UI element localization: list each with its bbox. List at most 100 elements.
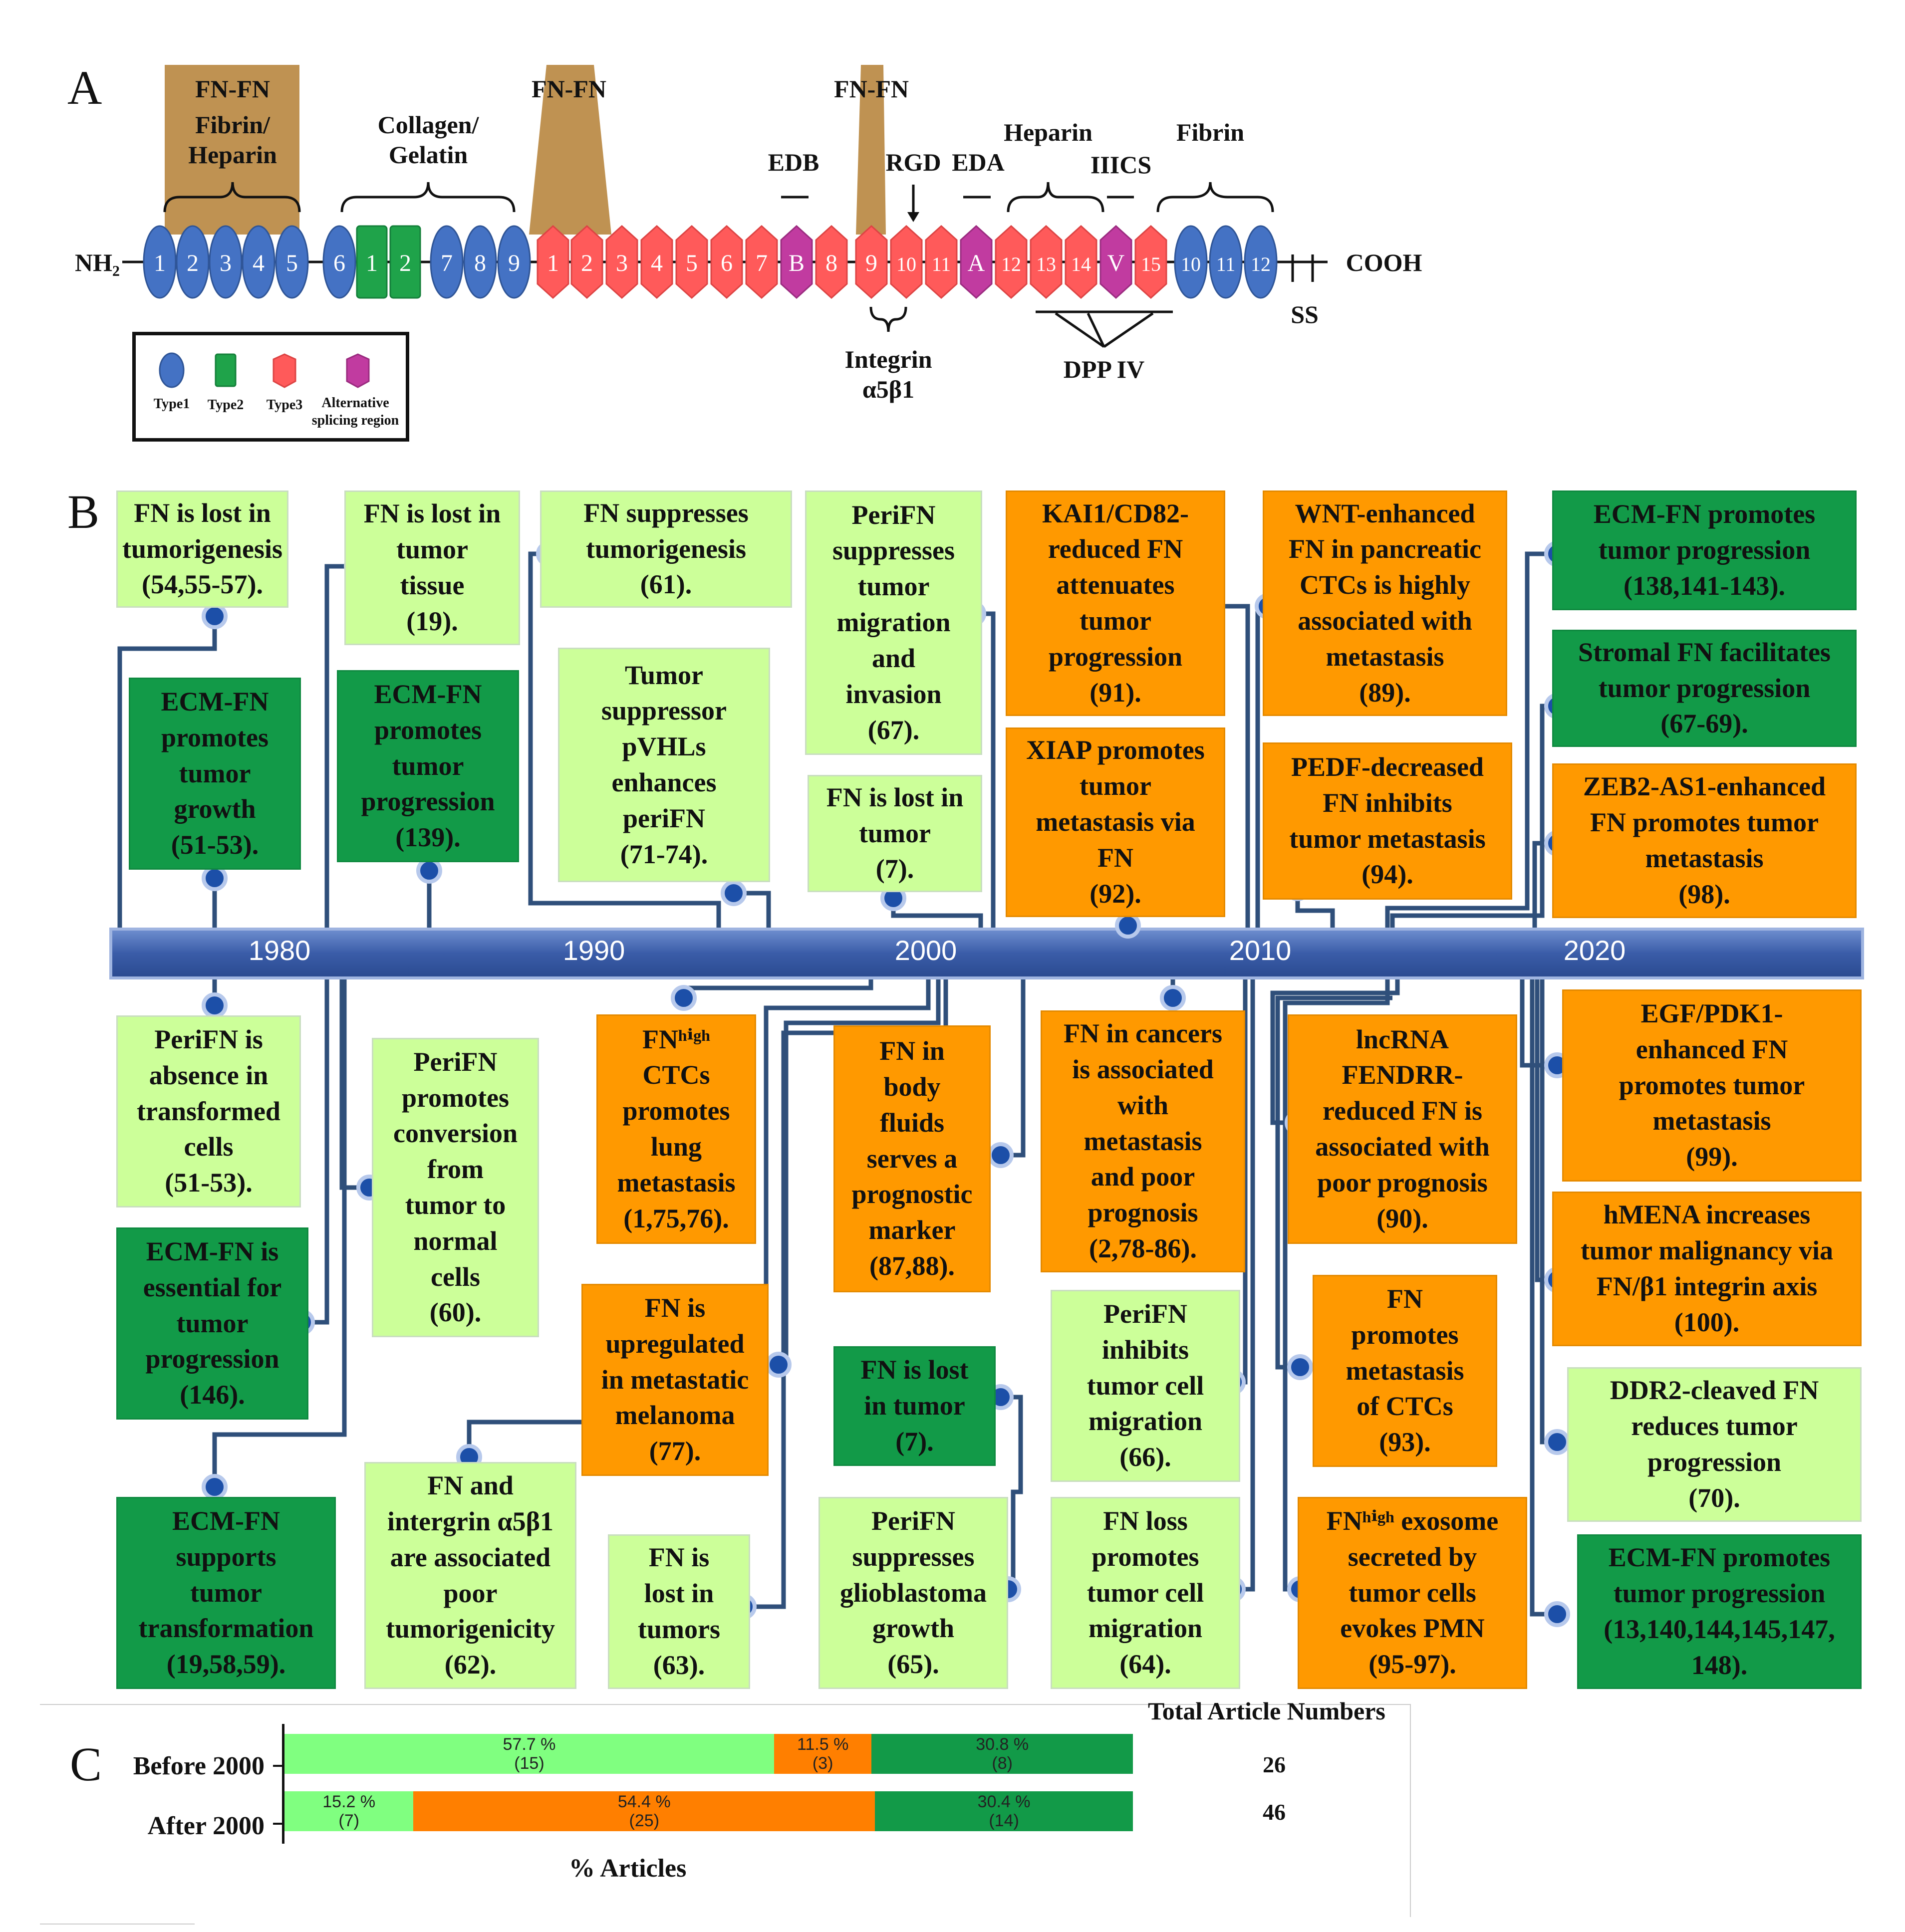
module-type3-9 (855, 225, 888, 299)
label-fnfn-3: FN-FN (834, 75, 909, 103)
cone-fnfn-1 (165, 65, 299, 235)
timeline-node-1 (202, 603, 228, 629)
module-label: 4 (253, 250, 265, 276)
panel-b-letter: B (67, 485, 100, 538)
label-rgd: RGD (885, 148, 941, 176)
module-label: 6 (721, 250, 733, 276)
label-nh2: NH₂ (75, 248, 120, 276)
timeline-node-25 (766, 1352, 792, 1378)
label-fibrin-heparin: Fibrin/ Heparin (188, 111, 277, 169)
row-label-before-2000: Before 2000 (133, 1752, 265, 1780)
module-type2-1 (356, 225, 388, 299)
module-type1-2 (176, 225, 210, 299)
module-label: 7 (756, 250, 768, 276)
bar-segment-after-2000-2: 54.4 % (25) (413, 1791, 875, 1831)
bar-segment-before-2000-1: 57.7 % (15) (284, 1734, 774, 1774)
module-type3-13 (1030, 225, 1063, 299)
x-axis-label: % Articles (569, 1854, 687, 1883)
label-iiics: IIICS (1090, 151, 1152, 179)
module-type3-3 (605, 225, 638, 299)
module-label: 10 (896, 253, 916, 275)
module-label: B (789, 250, 805, 276)
label-ss: SS (1291, 300, 1319, 328)
label-edb: EDB (768, 148, 819, 176)
module-type3-15 (1134, 225, 1167, 299)
label-dpp-iv: DPP IV (1063, 355, 1145, 383)
year-2000: 2000 (894, 935, 957, 966)
module-type1-4 (242, 225, 275, 299)
module-type1-10 (1174, 225, 1208, 299)
cone-fnfn-2 (529, 65, 611, 235)
legend-type1-label: Type1 (154, 396, 190, 412)
module-type1-1 (143, 225, 177, 299)
panel-c-letter: C (70, 1737, 102, 1791)
module-label: V (1107, 250, 1125, 276)
module-label: 6 (333, 250, 345, 276)
module-label: 5 (686, 250, 698, 276)
total-before-2000: 26 (1263, 1752, 1286, 1777)
module-label: 11 (932, 253, 951, 275)
module-type1-5 (275, 225, 309, 299)
module-label: A (968, 250, 985, 276)
timeline-node-28 (1287, 1354, 1313, 1380)
timeline-node-18 (671, 985, 697, 1011)
label-collagen-gelatin: Collagen/ Gelatin (377, 111, 479, 169)
panel-c-frame-bottom (40, 1924, 195, 1925)
legend-alt-label: Alternative splicing region (311, 395, 399, 428)
module-label: 12 (1001, 253, 1021, 275)
timeline-node-9 (416, 858, 442, 884)
module-type3-14 (1065, 225, 1097, 299)
label-eda: EDA (952, 148, 1005, 176)
stacked-bar-area: 57.7 % (15)11.5 % (3)30.8 % (8)15.2 % (7… (273, 1724, 1160, 1844)
legend-type2-label: Type2 (208, 397, 244, 413)
brace-heparin (1007, 182, 1104, 213)
timeline-node-30 (202, 1474, 228, 1500)
dpp-line-2 (1087, 312, 1105, 348)
legend-type3-label: Type3 (267, 397, 303, 413)
module-label: 8 (474, 250, 486, 276)
year-1990: 1990 (562, 935, 625, 966)
label-heparin: Heparin (1004, 118, 1092, 146)
module-label: 9 (508, 250, 520, 276)
module-type2-2 (389, 225, 421, 299)
module-label: 11 (1216, 253, 1236, 275)
label-fnfn-1: FN-FN (195, 75, 270, 103)
y-axis-line (282, 1724, 284, 1844)
module-label: 2 (187, 250, 199, 276)
bar-segment-before-2000-3: 30.8 % (8) (871, 1734, 1133, 1774)
module-label: 8 (825, 250, 837, 276)
legend-type2-icon (215, 353, 237, 387)
module-label: 2 (399, 250, 411, 276)
module-type3-5 (675, 225, 708, 299)
module-type1-8 (463, 225, 497, 299)
module-type3-6 (710, 225, 743, 299)
timeline-bar (109, 928, 1864, 979)
module-label: 12 (1251, 253, 1271, 275)
year-2010: 2010 (1229, 935, 1292, 966)
timeline-node-20 (1160, 985, 1186, 1011)
label-fnfn-2: FN-FN (532, 75, 606, 103)
timeline-node-36 (1544, 1601, 1570, 1627)
module-type1-6 (322, 225, 356, 299)
module-legend: Type1 Type2 Type3 Alternative splicing r… (132, 332, 409, 442)
timeline-node-8 (202, 865, 228, 891)
label-cooh: COOH (1346, 248, 1422, 276)
timeline-node-19 (988, 1142, 1014, 1168)
module-type3-11 (925, 225, 958, 299)
